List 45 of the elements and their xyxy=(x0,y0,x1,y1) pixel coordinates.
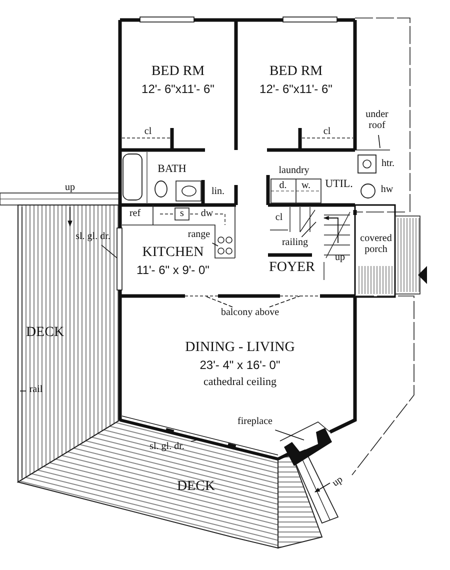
callout-label: sl. gl. dr. xyxy=(144,442,190,454)
refrigerator-label: ref xyxy=(129,209,141,219)
closet-label: cl xyxy=(275,213,283,223)
room-dimensions: 23'- 4" x 16'- 0" xyxy=(200,358,280,372)
room-dimensions: 12'- 6"x11'- 6" xyxy=(142,82,214,96)
leader-line xyxy=(269,296,300,308)
room-note: cathedral ceiling xyxy=(204,376,276,388)
leader-line xyxy=(101,244,118,258)
room-label: UTIL. xyxy=(324,177,354,191)
closet-label: cl xyxy=(144,127,152,137)
callout-label: sl. gl. dr. xyxy=(70,232,116,244)
room-name: BED RM xyxy=(269,64,323,80)
closet-label: cl xyxy=(323,127,331,137)
callout-label: rail xyxy=(27,385,45,397)
deck-label: DECK xyxy=(22,324,68,342)
stair-label: up xyxy=(335,253,345,263)
washer-label: w. xyxy=(301,181,311,191)
linen-label: lin. xyxy=(211,187,225,197)
room-name: KITCHEN xyxy=(142,245,204,261)
callout-label: fireplace xyxy=(234,417,276,429)
stair-label: up xyxy=(65,183,75,193)
callout-label: under roof xyxy=(360,110,394,134)
stair-label: up xyxy=(331,475,345,489)
leader-line xyxy=(378,134,380,148)
sink-label: s xyxy=(180,209,184,219)
callout-label: balcony above xyxy=(217,308,283,320)
dryer-label: d. xyxy=(279,181,287,191)
leader-line xyxy=(20,390,26,392)
room-dimensions: 12'- 6"x11'- 6" xyxy=(260,82,332,96)
room-dimensions: 11'- 6" x 9'- 0" xyxy=(136,264,210,277)
leader-line xyxy=(204,296,233,308)
room-name: DINING - LIVING xyxy=(185,340,295,356)
laundry-label: laundry xyxy=(278,166,310,176)
leader-line xyxy=(274,430,304,440)
room-label: FOYER xyxy=(262,260,322,276)
deck-label: DECK xyxy=(168,478,224,496)
leader-line xyxy=(301,222,316,238)
water-heater-label: hw xyxy=(380,185,394,195)
callout-label: range xyxy=(184,230,214,242)
dishwasher-label: dw xyxy=(200,209,214,219)
heater-label: htr. xyxy=(381,159,395,169)
callout-label: railing xyxy=(278,238,312,250)
leader-line xyxy=(212,242,218,246)
room-name: BED RM xyxy=(151,64,205,80)
room-label: BATH xyxy=(152,162,192,176)
